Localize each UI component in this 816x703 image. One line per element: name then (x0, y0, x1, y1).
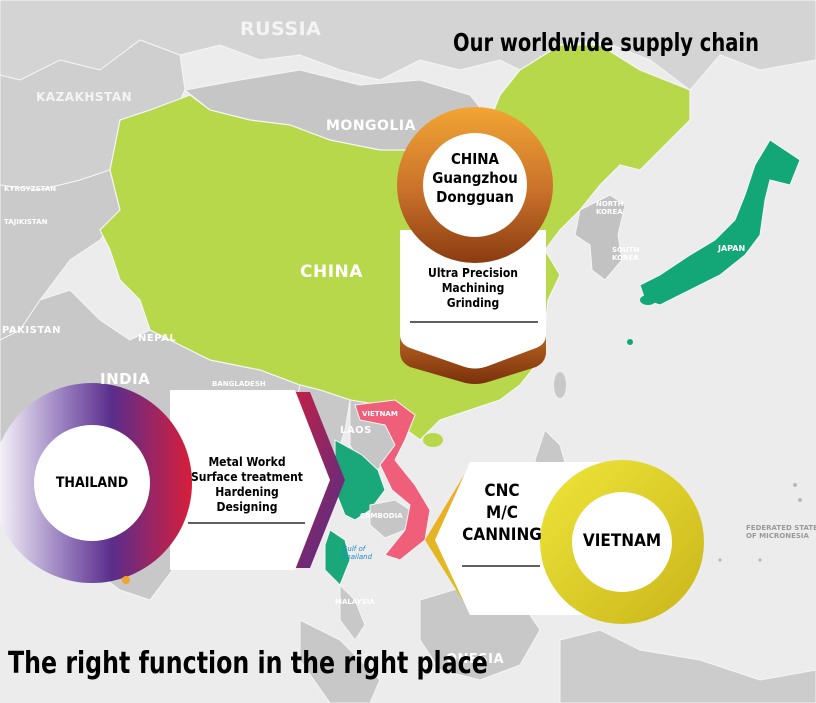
thailand-ring-center (34, 425, 150, 541)
vietnam-function-item: M/C (485, 503, 519, 523)
label-south-korea: SOUTH KOREA (612, 246, 640, 262)
label-laos: LAOS (340, 425, 372, 436)
vietnam-ring-center (572, 492, 672, 592)
marker-dot (122, 576, 130, 584)
vietnam-land (354, 399, 431, 561)
label-kyrgyzstan: KYRGYZSTAN (4, 185, 57, 193)
china-function-item: Machining (441, 281, 505, 295)
thailand-function-item: Hardening (215, 485, 279, 499)
thailand-function-item: Surface treatment (191, 470, 303, 484)
china-tag (400, 230, 546, 369)
label-japan: JAPAN (718, 244, 746, 253)
china-function-item: Ultra Precision (428, 266, 518, 280)
china-functions: Ultra Precision Machining Grinding (405, 266, 541, 311)
thailand-functions: Metal Workd Surface treatment Hardening … (188, 455, 306, 515)
label-mongolia: MONGOLIA (326, 118, 416, 134)
label-tajikistan: TAJIKISTAN (4, 218, 48, 226)
vietnam-location-text: VIETNAM (582, 531, 662, 551)
china-location-text: CHINA Guangzhou Dongguan (432, 150, 518, 206)
label-bangladesh: BANGLADESH (212, 380, 266, 388)
korea-land (574, 194, 626, 281)
kyushu-land (640, 295, 656, 305)
label-micronesia: FEDERATED STATES OF MICRONESIA (746, 524, 816, 540)
label-north-korea: NORTH KOREA (596, 200, 624, 216)
vietnam-callout (425, 460, 704, 624)
label-russia: RUSSIA (240, 18, 322, 40)
malaysia-land (339, 583, 366, 641)
thailand-function-item: Metal Workd (208, 455, 286, 469)
okinawa-land (627, 339, 633, 345)
page-tagline: The right function in the right place (8, 646, 488, 681)
label-china: CHINA (300, 262, 363, 282)
indonesia-east-land (559, 629, 816, 703)
label-kazakhstan: KAZAKHSTAN (36, 90, 133, 104)
china-ring-center (423, 133, 527, 237)
japan-land (639, 139, 801, 306)
label-gulf-of-thailand: Gulf of Thailand (342, 545, 373, 561)
thailand-callout (0, 383, 345, 583)
taiwan-land (554, 372, 566, 398)
sumatra-land (299, 619, 381, 703)
island (758, 558, 762, 562)
label-malaysia: MALAYSIA (335, 598, 375, 606)
vietnam-functions: CNC M/C CANNING (454, 480, 550, 546)
hainan-land (423, 433, 443, 447)
label-nepal: NEPAL (138, 333, 177, 344)
thailand-location-text: THAILAND (55, 475, 129, 491)
page-heading: Our worldwide supply chain (453, 28, 759, 57)
china-function-item: Grinding (446, 296, 500, 310)
thailand-function-item: Designing (216, 500, 278, 514)
island (798, 498, 802, 502)
island (718, 558, 722, 562)
label-indonesia: ONESIA (446, 652, 505, 667)
label-india: INDIA (100, 370, 151, 388)
island (793, 483, 797, 487)
vietnam-function-item: CNC (484, 481, 520, 501)
label-cambodia: CAMBODIA (360, 512, 403, 520)
china-callout (397, 107, 553, 384)
vietnam-function-item: CANNING (462, 525, 542, 545)
label-pakistan: PAKISTAN (2, 325, 61, 336)
thailand-arrow-body (170, 390, 330, 570)
label-vietnam: VIETNAM (362, 410, 398, 418)
